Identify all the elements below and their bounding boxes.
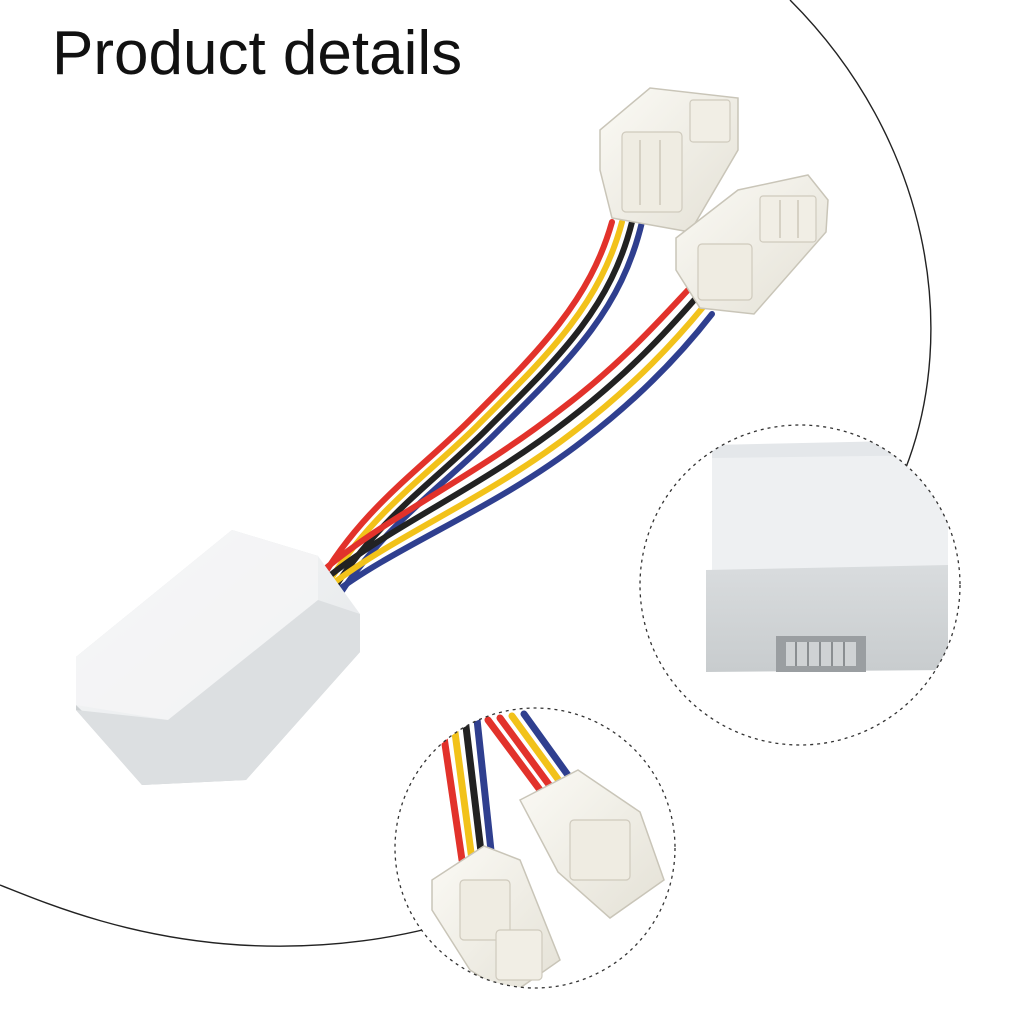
main-product: [76, 87, 829, 785]
connector-right: [675, 174, 829, 315]
wire-bundle-a: [315, 219, 645, 603]
detail-connectors: [394, 707, 676, 989]
connector-top: [599, 87, 739, 233]
wire-bundle-b: [315, 287, 715, 599]
detail-housing-port: [639, 424, 961, 746]
adapter-housing: [76, 530, 360, 785]
page-title: Product details: [52, 19, 463, 88]
